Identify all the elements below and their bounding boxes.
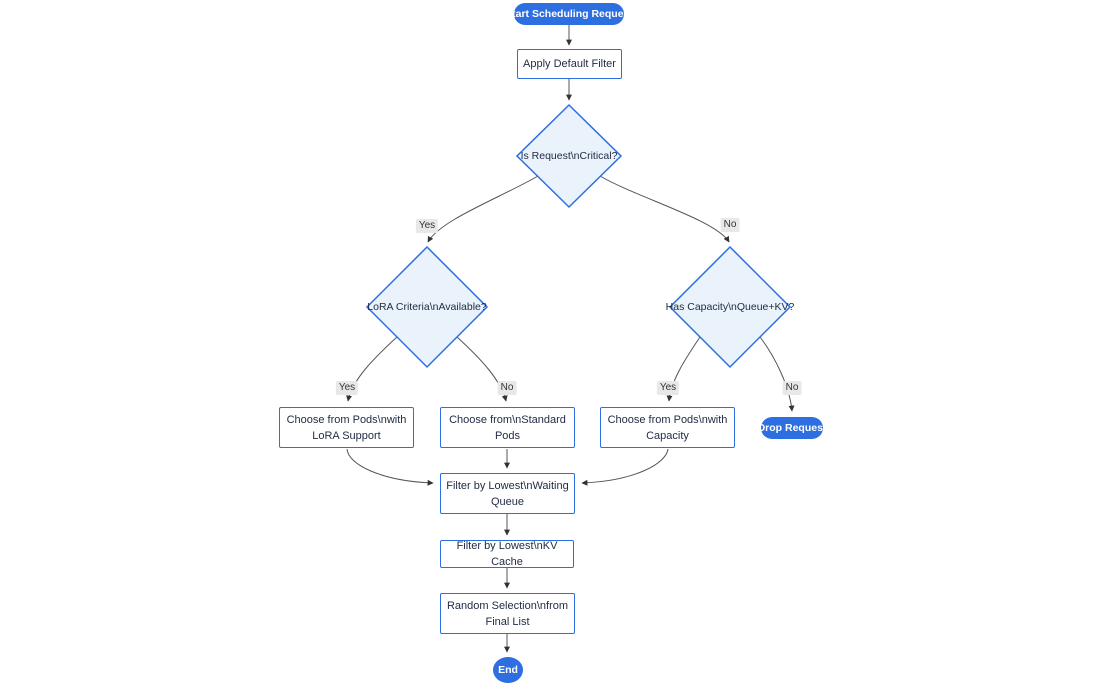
edge-label-capacity-no: No [782,381,802,395]
node-apply-default-filter: Apply Default Filter [517,49,622,79]
edge-critical-yes [427,175,539,243]
node-filter-lowest-waiting-queue: Filter by Lowest\nWaiting Queue [440,473,575,514]
label-has-capacity-queue-kv: Has Capacity\nQueue+KV? [665,301,795,313]
edge-critical-no [599,175,730,243]
node-end: End [493,657,523,683]
edge-label-capacity-yes: Yes [656,381,680,395]
diamond-lora-criteria-available [365,245,489,369]
diamond-has-capacity-queue-kv [668,245,792,369]
edge-lora-to-filter [346,448,434,486]
node-drop-request: Drop Request [758,417,826,439]
node-filter-lowest-kv-cache: Filter by Lowest\nKV Cache [440,540,574,568]
diamond-is-request-critical [515,103,623,209]
node-choose-pods-capacity: Choose from Pods\nwith Capacity [600,407,735,448]
edge-label-critical-yes: Yes [415,219,439,233]
node-choose-pods-lora-support: Choose from Pods\nwith LoRA Support [279,407,414,448]
edge-label-critical-no: No [720,218,740,232]
edge-capacity-no [759,336,795,412]
label-is-request-critical: Is Request\nCritical? [520,150,618,162]
node-random-selection-final-list: Random Selection\nfrom Final List [440,593,575,634]
label-lora-criteria-available: LoRA Criteria\nAvailable? [367,301,487,313]
edge-label-lora-no: No [497,381,517,395]
edge-capacity-yes [666,336,701,402]
node-choose-standard-pods: Choose from\nStandard Pods [440,407,575,448]
node-start-scheduling-request: Start Scheduling Request [505,3,633,25]
edge-capacity-to-filter [581,448,669,486]
edge-label-lora-yes: Yes [335,381,359,395]
